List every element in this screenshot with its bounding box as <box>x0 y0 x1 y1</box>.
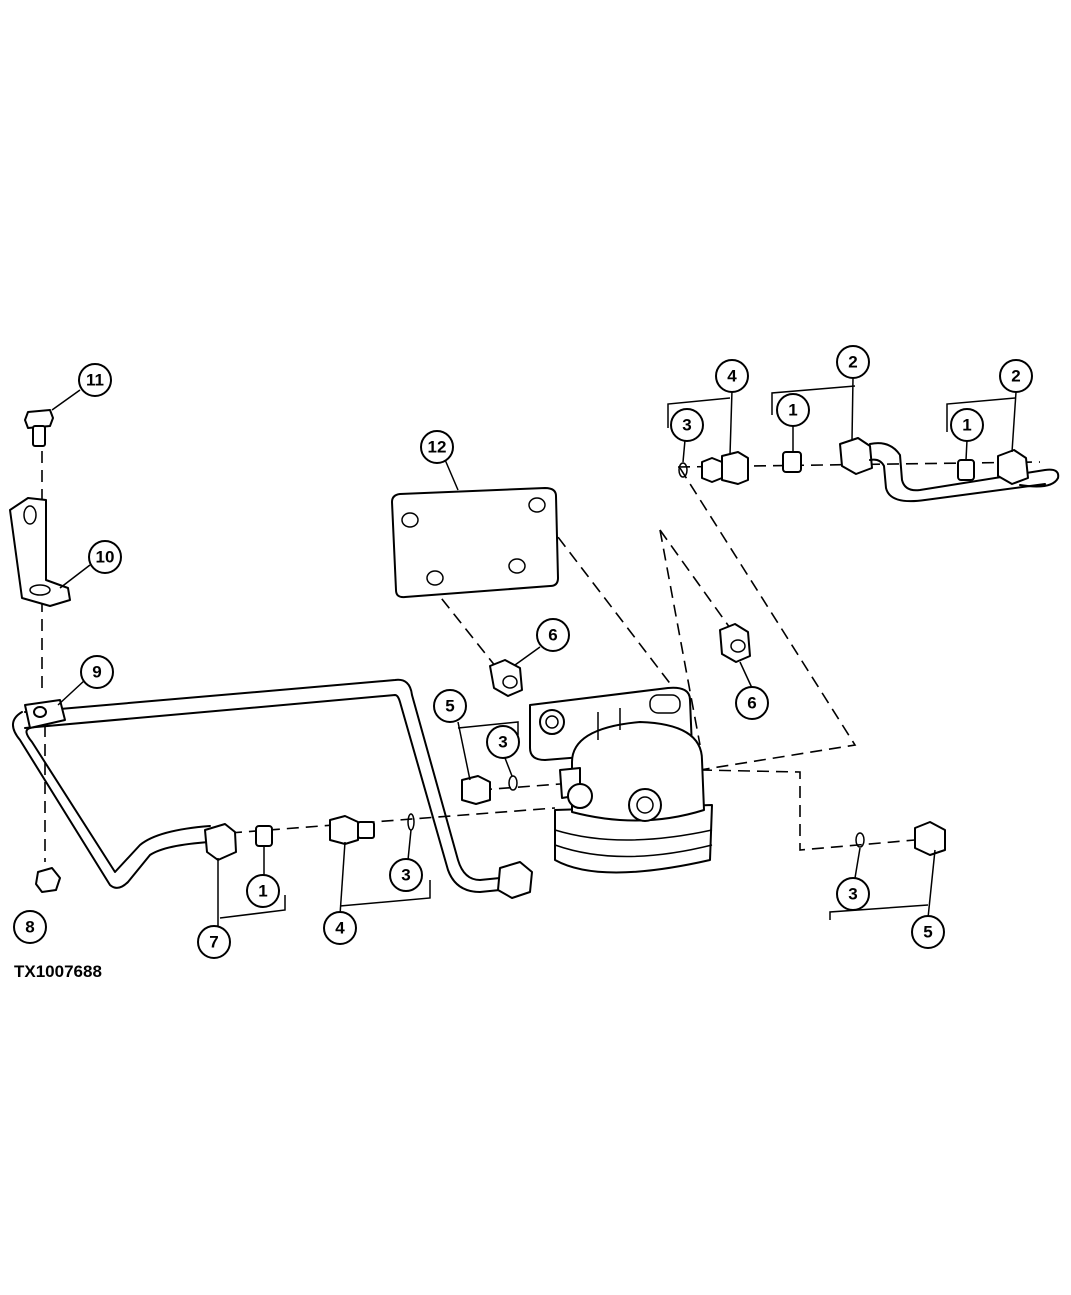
callout-leader-lines <box>51 377 1017 928</box>
callout-5: 5 <box>911 915 945 949</box>
flange-nut-part <box>35 867 61 893</box>
svg-text:11: 11 <box>86 371 104 390</box>
cap-screw-left-part <box>489 659 523 697</box>
callout-6: 6 <box>536 618 570 652</box>
svg-text:3: 3 <box>848 885 857 904</box>
callout-1: 1 <box>246 874 280 908</box>
callout-10: 10 <box>88 540 122 574</box>
svg-text:4: 4 <box>727 367 737 386</box>
flange-bolt-part <box>24 409 54 447</box>
callout-1: 1 <box>776 393 810 427</box>
svg-text:6: 6 <box>548 626 557 645</box>
svg-text:3: 3 <box>401 866 410 885</box>
right-plug-fittings <box>855 821 946 856</box>
fuel-filter-head-part <box>529 686 713 874</box>
svg-text:3: 3 <box>682 416 691 435</box>
svg-text:3: 3 <box>498 733 507 752</box>
callout-3: 3 <box>486 725 520 759</box>
figure-id-label: TX1007688 <box>14 962 102 981</box>
callout-4: 4 <box>323 911 357 945</box>
callout-1: 1 <box>950 408 984 442</box>
svg-text:12: 12 <box>428 438 447 457</box>
callout-7: 7 <box>197 925 231 959</box>
callout-2: 2 <box>836 345 870 379</box>
svg-text:2: 2 <box>848 353 857 372</box>
mounting-plate-part <box>391 487 559 599</box>
cap-screw-right-part <box>719 623 751 663</box>
callout-3: 3 <box>670 408 704 442</box>
callout-3: 3 <box>389 858 423 892</box>
mounting-bracket-part <box>9 497 71 607</box>
fuel-line-short-part <box>678 437 1060 503</box>
left-fittings-row <box>204 813 415 861</box>
svg-text:8: 8 <box>25 918 34 937</box>
svg-text:5: 5 <box>923 923 932 942</box>
svg-text:1: 1 <box>258 882 267 901</box>
svg-text:4: 4 <box>335 919 345 938</box>
svg-text:1: 1 <box>962 416 971 435</box>
svg-text:1: 1 <box>788 401 797 420</box>
callout-6: 6 <box>735 686 769 720</box>
svg-text:9: 9 <box>92 663 101 682</box>
callout-9: 9 <box>80 655 114 689</box>
callout-12: 12 <box>420 430 454 464</box>
svg-text:6: 6 <box>747 694 756 713</box>
fuel-line-long-part <box>12 678 533 899</box>
svg-text:2: 2 <box>1011 367 1020 386</box>
callout-11: 11 <box>78 363 112 397</box>
callout-8: 8 <box>13 910 47 944</box>
callout-2: 2 <box>999 359 1033 393</box>
svg-text:7: 7 <box>209 933 218 952</box>
callout-4: 4 <box>715 359 749 393</box>
svg-text:10: 10 <box>96 548 115 567</box>
center-plug-fittings <box>461 775 518 805</box>
svg-text:5: 5 <box>445 697 454 716</box>
callout-3: 3 <box>836 877 870 911</box>
callout-5: 5 <box>433 689 467 723</box>
